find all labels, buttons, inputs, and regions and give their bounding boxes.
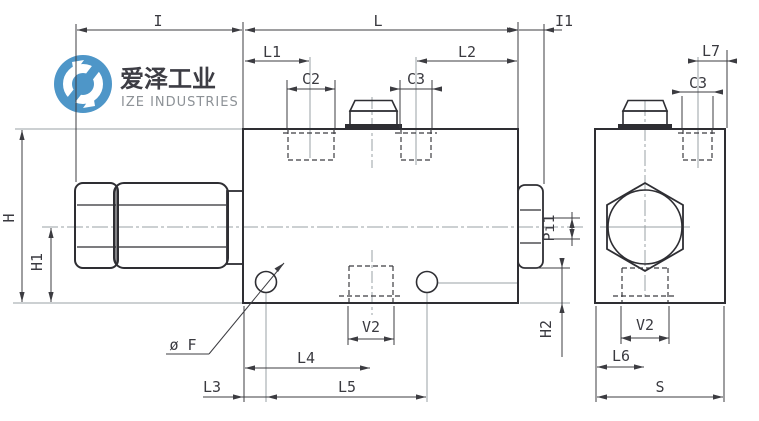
dimension-labels: I L I1 L1 L2 C2 C3 L7 C3 H H1 Pi1 H2 ø F… [0,12,720,396]
dim-label-l3: L3 [203,378,221,396]
dim-label-l1: L1 [263,43,281,61]
inlet-fitting [74,182,244,269]
adjustment-cap-side [618,99,672,130]
dim-label-c2: C2 [302,70,320,88]
front-view [74,99,544,304]
valve-body-front [242,128,519,304]
dim-label-c3-top: C3 [407,70,425,88]
dim-label-f: ø F [169,336,196,354]
dim-label-v2-front: V2 [362,318,380,336]
hidden-lines [283,129,717,302]
dim-label-l7: L7 [702,42,720,60]
center-lines [13,57,699,402]
ize-logo-icon [54,55,112,113]
dim-label-v2-side: V2 [636,316,654,334]
dim-label-h1: H1 [28,253,46,271]
dim-label-pi1: Pi1 [540,214,558,241]
adjustment-cap-front [345,99,402,130]
dim-label-l4: L4 [297,349,315,367]
side-plug-hex-end [606,181,684,273]
valve-body-side [594,128,726,304]
brand-name-zh: 爱泽工业 [120,65,216,93]
dim-label-s: S [655,378,664,396]
dim-label-h: H [0,213,18,222]
dim-label-l: L [373,12,382,30]
dim-label-c3-side: C3 [689,74,707,92]
brand-name-en: IZE INDUSTRIES [121,95,239,110]
dimension-lines [19,27,737,400]
ize-logo: 爱泽工业 IZE INDUSTRIES [54,55,239,113]
dim-label-l2: L2 [458,43,476,61]
dim-label-h2: H2 [537,320,555,338]
dim-label-l6: L6 [612,347,630,365]
mounting-hole-right [415,270,439,294]
dim-label-i: I [153,12,162,30]
dim-label-l5: L5 [338,378,356,396]
extension-lines [75,22,728,402]
dim-label-i1: I1 [555,12,573,30]
mounting-hole-left [254,270,278,294]
side-view [594,99,726,304]
